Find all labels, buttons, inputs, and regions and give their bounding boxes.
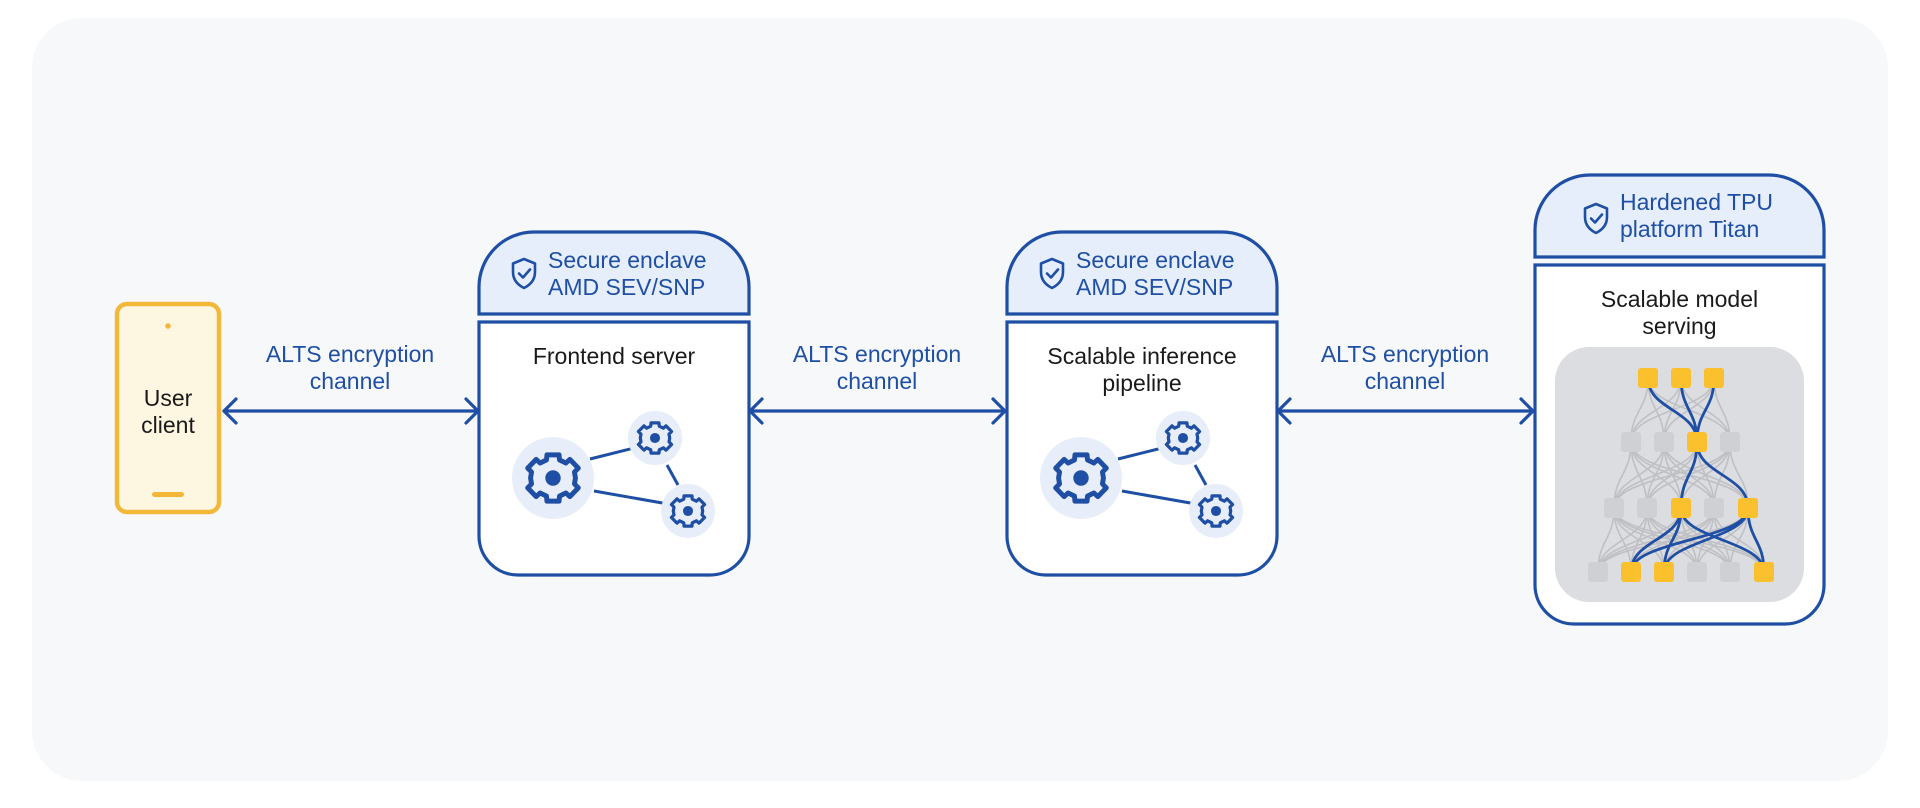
nn-node-active [1621, 562, 1641, 582]
nn-node [1621, 432, 1641, 452]
inference-title: Scalable inference pipeline [1047, 343, 1237, 396]
nn-edge [1613, 441, 1731, 509]
user-client-label: User client [141, 385, 195, 438]
gears-network-icon [512, 411, 715, 538]
frontend-header-label: Secure enclave AMD SEV/SNP [548, 247, 707, 300]
nn-node [1687, 562, 1707, 582]
nn-node-active [1738, 498, 1758, 518]
nn-node-active [1638, 368, 1658, 388]
frontend-node [477, 230, 751, 577]
phone-icon [114, 301, 222, 515]
nn-node-active [1671, 498, 1691, 518]
inference-header-label: Secure enclave AMD SEV/SNP [1076, 247, 1235, 300]
neural-network-icon [1555, 347, 1804, 602]
background-panel [32, 18, 1888, 781]
nn-node-active [1754, 562, 1774, 582]
channel-label-2: ALTS encryption channel [792, 341, 962, 394]
nn-node-active [1654, 562, 1674, 582]
inference-node [1005, 230, 1279, 577]
gears-network-icon [1040, 411, 1243, 538]
nn-node-active [1704, 368, 1724, 388]
frontend-title: Frontend server [532, 343, 696, 369]
model-node [1533, 173, 1826, 626]
model-header-box [1533, 173, 1826, 259]
channel-label-3: ALTS encryption channel [1320, 341, 1490, 394]
nn-node [1720, 432, 1740, 452]
nn-node [1604, 498, 1624, 518]
model-header-label: Hardened TPU platform Titan [1620, 189, 1773, 242]
nn-node-active [1671, 368, 1691, 388]
nn-node-active [1687, 432, 1707, 452]
nn-node [1720, 562, 1740, 582]
nn-node [1654, 432, 1674, 452]
nn-node [1588, 562, 1608, 582]
nn-node [1704, 498, 1724, 518]
model-title: Scalable model serving [1600, 286, 1759, 339]
inference-header-box [1005, 230, 1279, 316]
channel-label-1: ALTS encryption channel [265, 341, 435, 394]
frontend-header-box [477, 230, 751, 316]
nn-node [1637, 498, 1657, 518]
